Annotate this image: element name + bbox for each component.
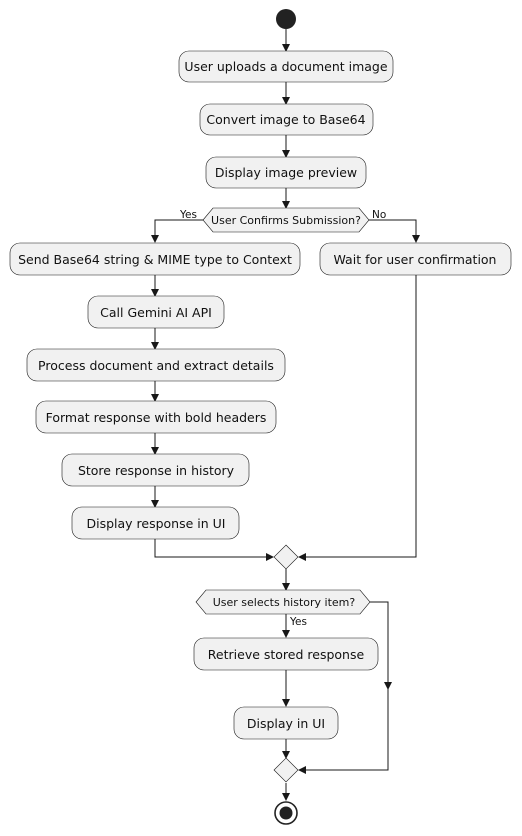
arrowhead bbox=[282, 44, 290, 52]
decision-confirm-label: User Confirms Submission? bbox=[211, 214, 361, 227]
edge-label-confirm-yes: Yes bbox=[179, 209, 197, 221]
action-display-response-label: Display response in UI bbox=[86, 516, 225, 531]
action-store: Store response in history bbox=[61, 453, 250, 487]
action-retrieve-label: Retrieve stored response bbox=[208, 647, 365, 662]
action-preview-label: Display image preview bbox=[215, 165, 357, 180]
arrowhead bbox=[151, 500, 159, 508]
arrowhead bbox=[151, 394, 159, 402]
arrowhead bbox=[282, 630, 290, 638]
arrowhead bbox=[282, 751, 290, 759]
action-upload: User uploads a document image bbox=[178, 50, 394, 83]
action-send-label: Send Base64 string & MIME type to Contex… bbox=[18, 252, 292, 267]
arrowhead bbox=[266, 553, 274, 561]
edge-display-merge bbox=[154, 539, 272, 558]
action-call-label: Call Gemini AI API bbox=[100, 305, 212, 320]
arrowhead bbox=[282, 201, 290, 209]
action-format-label: Format response with bold headers bbox=[46, 410, 267, 425]
action-wait: Wait for user confirmation bbox=[319, 242, 512, 276]
edge-wait-merge bbox=[300, 275, 417, 558]
edge-label-confirm-no: No bbox=[372, 209, 386, 221]
decision-history: User selects history item? bbox=[195, 589, 371, 615]
action-call: Call Gemini AI API bbox=[87, 295, 225, 329]
action-preview: Display image preview bbox=[205, 156, 367, 189]
action-upload-label: User uploads a document image bbox=[184, 59, 387, 74]
arrowhead bbox=[298, 766, 306, 774]
action-wait-label: Wait for user confirmation bbox=[334, 252, 497, 267]
arrowhead bbox=[151, 235, 159, 243]
action-display-response: Display response in UI bbox=[71, 506, 240, 540]
action-store-label: Store response in history bbox=[78, 463, 235, 478]
action-retrieve: Retrieve stored response bbox=[193, 637, 379, 671]
action-convert: Convert image to Base64 bbox=[199, 103, 374, 136]
connectors bbox=[151, 29, 420, 801]
edge-history-no bbox=[370, 601, 389, 688]
action-process-label: Process document and extract details bbox=[38, 358, 274, 373]
arrowhead bbox=[412, 235, 420, 243]
action-process: Process document and extract details bbox=[26, 348, 286, 382]
action-send: Send Base64 string & MIME type to Contex… bbox=[9, 242, 301, 276]
start-node bbox=[276, 9, 296, 29]
action-display-ui: Display in UI bbox=[233, 706, 339, 740]
arrowhead bbox=[282, 793, 290, 801]
edge-label-history-yes: Yes bbox=[289, 616, 307, 628]
merge-node-2 bbox=[273, 757, 299, 783]
arrowhead bbox=[282, 583, 290, 591]
merge-node-1 bbox=[273, 544, 299, 570]
decision-confirm: User Confirms Submission? bbox=[202, 207, 370, 233]
arrowhead bbox=[282, 97, 290, 105]
action-display-ui-label: Display in UI bbox=[247, 716, 325, 731]
arrowhead bbox=[151, 447, 159, 455]
edge-confirm-no bbox=[369, 219, 417, 241]
action-format: Format response with bold headers bbox=[35, 400, 277, 434]
edge-confirm-yes bbox=[154, 219, 203, 241]
edge-history-no-merge bbox=[300, 688, 389, 771]
arrowhead bbox=[151, 342, 159, 350]
end-node bbox=[274, 801, 298, 825]
action-convert-label: Convert image to Base64 bbox=[206, 112, 365, 127]
arrowhead bbox=[282, 699, 290, 707]
arrowhead bbox=[384, 682, 392, 690]
arrowhead bbox=[282, 150, 290, 158]
arrowhead bbox=[298, 553, 306, 561]
decision-history-label: User selects history item? bbox=[213, 596, 356, 609]
arrowhead bbox=[151, 289, 159, 297]
